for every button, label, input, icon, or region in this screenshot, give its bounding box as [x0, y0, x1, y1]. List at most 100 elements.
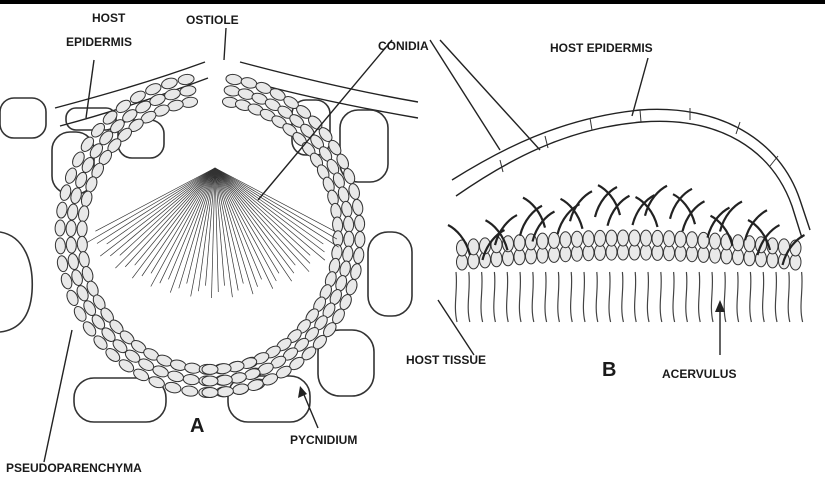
- stroma-cell: [664, 231, 675, 247]
- hypha-line: [532, 272, 534, 322]
- conidium: [673, 194, 695, 224]
- wall-cell: [160, 76, 178, 90]
- stroma-cell: [687, 232, 698, 248]
- conidium-ray: [125, 168, 215, 267]
- wall-cell: [353, 247, 365, 264]
- hypha-line: [545, 272, 547, 322]
- conidium-ray: [215, 168, 339, 247]
- stroma-cell: [595, 230, 606, 246]
- wall-cell: [77, 205, 89, 222]
- label-acervulus: ACERVULUS: [662, 367, 736, 381]
- hypha-line: [724, 272, 726, 322]
- conidium: [520, 206, 542, 236]
- host-tissue-hyphae: [455, 272, 802, 322]
- wall-cell: [66, 220, 77, 236]
- hypha-line: [750, 272, 752, 322]
- wall-cell: [183, 374, 200, 386]
- hypha-line: [609, 272, 611, 322]
- stroma-cell: [514, 235, 525, 251]
- wall-cell: [181, 96, 198, 108]
- hypha-line: [699, 272, 701, 322]
- stroma-cell: [618, 230, 629, 246]
- wall-cell: [223, 85, 240, 97]
- label-pycnidium: PYCNIDIUM: [290, 433, 357, 447]
- label-host: HOST: [92, 11, 126, 25]
- wall-cell: [354, 215, 365, 232]
- panel-a-pycnidium: [0, 62, 418, 422]
- conidium-ray: [100, 168, 215, 256]
- stroma-cell: [560, 232, 571, 248]
- wall-cell: [202, 376, 218, 386]
- conidium-ray: [142, 168, 215, 276]
- label-panel-a: A: [190, 415, 204, 437]
- stroma-cell: [537, 233, 548, 249]
- conidium: [570, 191, 592, 221]
- stroma-cell: [675, 231, 686, 247]
- acervulus-arrowhead: [715, 300, 725, 312]
- wall-cell: [340, 201, 353, 219]
- wall-cell: [55, 220, 66, 236]
- hypha-line: [455, 272, 457, 322]
- wall-cell: [202, 364, 218, 374]
- wall-cell: [349, 263, 362, 281]
- stroma-cell: [572, 231, 583, 247]
- hypha-line: [507, 272, 509, 322]
- wall-cell: [343, 216, 354, 233]
- hypha-line: [775, 272, 777, 322]
- wall-cell: [67, 253, 80, 271]
- pycnidium-arrowhead: [298, 386, 307, 398]
- stroma-cell: [733, 235, 744, 251]
- stroma-cell: [583, 231, 594, 247]
- label-pseudoparenchyma: PSEUDOPARENCHYMA: [6, 461, 142, 475]
- wall-cell: [69, 187, 83, 205]
- label-host-epidermis-b: HOST EPIDERMIS: [550, 41, 653, 55]
- hypha-line: [622, 272, 624, 322]
- hypha-line: [686, 272, 688, 322]
- label-panel-b: B: [602, 359, 616, 381]
- hypha-line: [647, 272, 649, 322]
- conidium-ray: [97, 168, 215, 244]
- conidium-ray: [215, 168, 309, 272]
- hypha-line: [673, 272, 675, 322]
- wall-cell: [78, 251, 91, 269]
- wall-cell: [184, 362, 201, 374]
- wall-cell: [202, 388, 218, 398]
- label-ostiole: OSTIOLE: [186, 13, 239, 27]
- wall-cell: [225, 73, 242, 85]
- hypha-line: [571, 272, 573, 322]
- conidium: [645, 186, 667, 216]
- stroma-cell: [549, 232, 560, 248]
- hypha-line: [801, 272, 803, 322]
- hypha-line: [737, 272, 739, 322]
- conidium-ray: [215, 168, 276, 281]
- hypha-line: [468, 272, 470, 322]
- wall-cell: [77, 236, 88, 253]
- wall-cell: [181, 385, 198, 397]
- conidium: [670, 189, 692, 219]
- wall-cell: [59, 184, 73, 202]
- stroma-cell: [606, 230, 617, 246]
- host-epidermis-dome: [452, 109, 810, 230]
- wall-cell: [164, 381, 182, 395]
- stroma-cell: [641, 230, 652, 246]
- wall-cell: [56, 201, 68, 218]
- wall-cell: [355, 231, 365, 247]
- label-host-tissue: HOST TISSUE: [406, 353, 486, 367]
- wall-cell: [338, 260, 351, 278]
- wall-cell: [77, 221, 88, 237]
- wall-cell: [179, 85, 196, 97]
- conidium-ray: [95, 168, 215, 231]
- conidium-ray: [215, 168, 325, 252]
- conidium-ray: [215, 168, 292, 281]
- stroma-cell: [710, 233, 721, 249]
- conidium-ray: [151, 168, 215, 287]
- wall-cell: [66, 237, 77, 254]
- hypha-line: [583, 272, 585, 322]
- conidium: [558, 204, 580, 234]
- panel-b-acervulus: [448, 108, 810, 322]
- hypha-line: [596, 272, 598, 322]
- label-epidermis: EPIDERMIS: [66, 35, 132, 49]
- hypha-line: [519, 272, 521, 322]
- wall-cell: [66, 203, 78, 220]
